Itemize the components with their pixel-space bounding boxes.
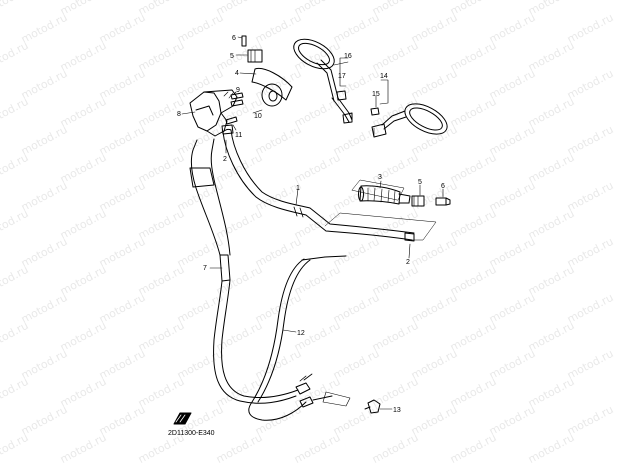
left-balancer-weight — [247, 49, 263, 63]
throttle-housing — [189, 89, 238, 137]
throttle-grip — [351, 179, 411, 205]
leader-lines — [181, 36, 444, 410]
cable-guide — [364, 399, 381, 414]
callout-6-right: 6 — [441, 183, 445, 190]
callout-8: 8 — [177, 111, 181, 118]
callout-10: 10 — [254, 113, 262, 120]
right-mirror — [371, 103, 448, 138]
handlebar — [222, 128, 437, 241]
callout-3: 3 — [378, 174, 382, 181]
callout-5-right: 5 — [418, 179, 422, 186]
callout-14: 14 — [380, 73, 388, 80]
left-grip — [251, 67, 293, 107]
front-direction-icon — [173, 412, 192, 425]
callout-2-right: 2 — [406, 259, 410, 266]
throttle-cable — [189, 138, 313, 404]
housing-screws — [225, 92, 244, 125]
callout-9: 9 — [236, 87, 240, 94]
callout-16: 16 — [344, 53, 352, 60]
callout-2-left: 2 — [223, 156, 227, 163]
diagram-code: 2D11300-E340 — [168, 430, 215, 437]
left-bar-end-plug — [221, 124, 234, 135]
callout-11: 11 — [235, 132, 242, 139]
callout-17: 17 — [338, 73, 346, 80]
left-balancer-bolt — [241, 35, 247, 47]
left-mirror-nut — [336, 90, 347, 101]
callout-labels: 1 2 2 3 4 5 5 6 6 7 8 9 10 11 12 13 14 1… — [177, 35, 445, 414]
right-bar-end-plug — [404, 232, 415, 242]
right-mirror-nut — [370, 107, 380, 116]
callout-13: 13 — [393, 407, 401, 414]
left-mirror — [293, 38, 353, 124]
callout-1: 1 — [296, 185, 300, 192]
callout-7: 7 — [203, 265, 207, 272]
callout-4: 4 — [235, 70, 239, 77]
right-balancer-bolt — [435, 197, 451, 206]
right-balancer-weight — [411, 195, 425, 207]
callout-15: 15 — [372, 91, 380, 98]
callout-12: 12 — [297, 330, 305, 337]
callout-6-left: 6 — [232, 35, 236, 42]
clutch-cable — [248, 255, 351, 421]
callout-5-left: 5 — [230, 53, 234, 60]
